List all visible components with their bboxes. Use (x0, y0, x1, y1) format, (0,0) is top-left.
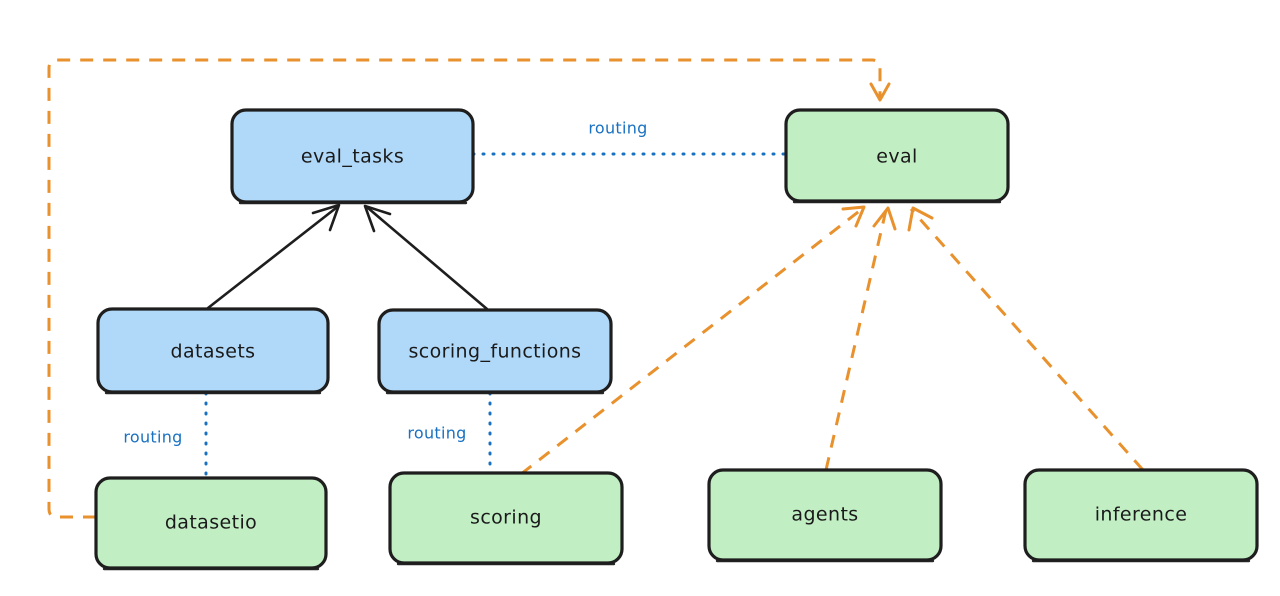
node-scoring-functions-shape[interactable] (377, 308, 613, 394)
node-inference[interactable]: inference (1023, 468, 1259, 563)
node-datasets-label: datasets (171, 341, 256, 363)
edge-label-routing-eval-tasks: routing (588, 119, 647, 138)
node-scoring-functions[interactable]: scoring_functions (377, 308, 613, 395)
node-datasetio-label: datasetio (165, 512, 257, 534)
node-eval-tasks-label: eval_tasks (301, 146, 404, 168)
edge-label-routing-datasets: routing (123, 428, 182, 447)
edge-scoring-functions-to-eval-tasks (363, 204, 489, 311)
node-scoring[interactable]: scoring (388, 471, 624, 566)
node-agents[interactable]: agents (707, 468, 943, 563)
node-eval-tasks[interactable]: eval_tasks (230, 108, 475, 205)
edge-datasetio-to-eval (47, 58, 891, 519)
edge-label-routing-scoring-functions: routing (407, 424, 466, 443)
node-datasetio[interactable]: datasetio (94, 476, 328, 571)
edge-datasets-to-eval-tasks (206, 203, 341, 310)
edge-scoring-to-eval (520, 205, 866, 476)
node-scoring-functions-label: scoring_functions (409, 341, 582, 363)
node-scoring-shape[interactable] (388, 471, 624, 565)
edge-agents-to-eval (824, 206, 897, 471)
node-datasets[interactable]: datasets (96, 307, 330, 395)
node-datasetio-shape[interactable] (94, 476, 328, 570)
node-scoring-label: scoring (470, 507, 542, 529)
node-eval[interactable]: eval (784, 108, 1010, 204)
node-eval-tasks-shape[interactable] (230, 108, 475, 204)
node-inference-shape[interactable] (1023, 468, 1259, 562)
node-datasets-shape[interactable] (96, 307, 330, 394)
node-inference-label: inference (1095, 504, 1188, 526)
node-eval-shape[interactable] (784, 108, 1010, 203)
node-agents-label: agents (791, 504, 858, 526)
node-agents-shape[interactable] (707, 468, 943, 562)
edge-inference-to-eval (907, 206, 1145, 471)
node-eval-label: eval (876, 146, 917, 168)
